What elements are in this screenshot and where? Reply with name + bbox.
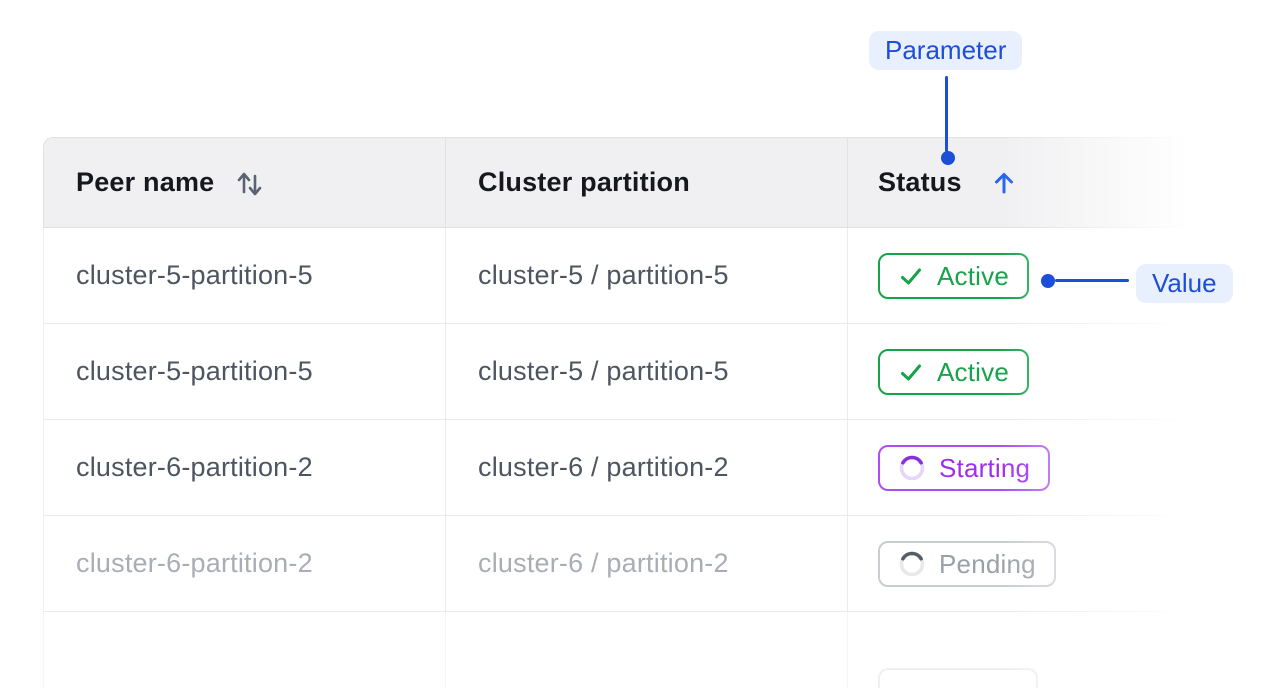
spinner-icon	[899, 455, 925, 480]
parameter-callout-pill: Parameter	[869, 31, 1023, 70]
status-badge-starting: Starting	[878, 444, 1051, 491]
cell-cluster-partition: cluster-5 / partition-5	[446, 228, 848, 323]
table-row[interactable]: cluster-5-partition-5 cluster-5 / partit…	[43, 324, 1195, 420]
value-callout-line	[1055, 279, 1129, 282]
status-badge-active: Active	[878, 252, 1030, 299]
cell-peer-name: cluster-6-partition-2	[44, 420, 446, 515]
cell-cluster-partition: cluster-5 / partition-5	[446, 324, 848, 419]
status-badge-pending: Pending	[878, 540, 1056, 587]
cell-peer-name: cluster-5-partition-5	[44, 228, 446, 323]
value-callout-dot	[1041, 274, 1055, 288]
parameter-callout-line	[945, 76, 948, 152]
value-callout-pill: Value	[1136, 264, 1233, 303]
status-badge-label: Pending	[939, 548, 1036, 579]
check-icon	[901, 268, 921, 284]
status-badge-active: Active	[878, 348, 1030, 395]
column-header-peer-name[interactable]: Peer name	[44, 138, 446, 227]
arrow-up-icon[interactable]	[990, 169, 1018, 197]
table-row[interactable]: cluster-6-partition-2 cluster-6 / partit…	[43, 420, 1195, 516]
peers-table: Peer name Cluster partition Status	[43, 137, 1195, 688]
cell-cluster-partition: cluster-6 / partition-2	[446, 420, 848, 515]
cell-status: Active	[848, 324, 1195, 419]
check-icon	[901, 364, 921, 380]
column-header-cluster-partition[interactable]: Cluster partition	[446, 138, 848, 227]
column-header-status[interactable]: Status	[848, 138, 1195, 227]
table-header-row: Peer name Cluster partition Status	[43, 137, 1195, 228]
table-row[interactable]: cluster-5-partition-5 cluster-5 / partit…	[43, 228, 1195, 324]
column-header-label: Cluster partition	[478, 167, 690, 197]
status-badge-label: Starting	[939, 452, 1031, 483]
status-badge-ghost	[878, 668, 1038, 688]
parameter-callout-dot	[941, 151, 955, 165]
cell-cluster-partition	[446, 612, 848, 688]
spinner-icon	[899, 551, 925, 576]
cell-status: Pending	[848, 516, 1195, 611]
cell-peer-name: cluster-6-partition-2	[44, 516, 446, 611]
cell-cluster-partition: cluster-6 / partition-2	[446, 516, 848, 611]
column-header-label: Peer name	[76, 167, 215, 197]
status-badge-label: Active	[937, 356, 1010, 387]
status-badge-label: Active	[937, 260, 1010, 291]
column-header-label: Status	[878, 167, 962, 197]
cell-status	[848, 612, 1195, 688]
sort-up-down-icon[interactable]	[234, 167, 266, 199]
table-row[interactable]: cluster-6-partition-2 cluster-6 / partit…	[43, 516, 1195, 612]
table-row[interactable]	[43, 612, 1195, 688]
cell-peer-name	[44, 612, 446, 688]
cell-peer-name: cluster-5-partition-5	[44, 324, 446, 419]
cell-status: Starting	[848, 420, 1195, 515]
